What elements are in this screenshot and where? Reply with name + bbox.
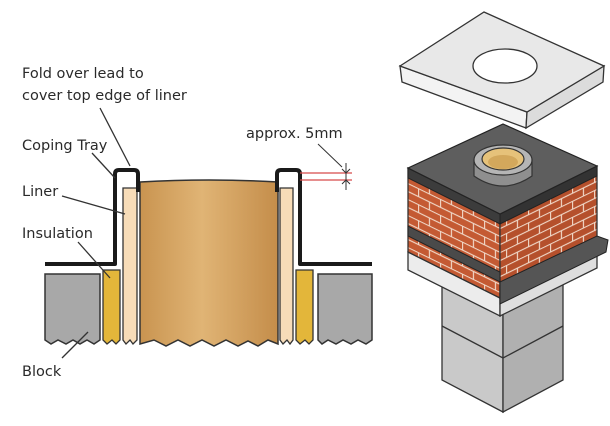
dimension-5mm: [300, 143, 352, 190]
label-fold-line2: cover top edge of liner: [22, 88, 187, 104]
leader-fold: [99, 107, 131, 167]
flue-pipe: [139, 179, 279, 347]
insulation-right: [295, 269, 314, 345]
label-liner: Liner: [22, 184, 58, 200]
lead-coping-tray: [45, 168, 372, 266]
flue-outlet: [473, 144, 533, 187]
label-coping-tray: Coping Tray: [22, 138, 108, 154]
block-left: [44, 273, 101, 345]
section-drawing: Fold over lead to cover top edge of line…: [22, 66, 373, 380]
leader-liner: [61, 195, 126, 215]
label-block: Block: [22, 364, 62, 380]
label-fold-line1: Fold over lead to: [22, 66, 144, 82]
block-right: [317, 273, 373, 345]
coping-stone: [398, 11, 606, 130]
label-approx-5mm: approx. 5mm: [246, 126, 343, 142]
leader-coping-tray: [91, 152, 116, 179]
label-insulation: Insulation: [22, 226, 93, 242]
liner-right: [279, 187, 294, 346]
liner-left: [122, 187, 138, 345]
chimney-3d-view: [398, 11, 609, 414]
leader-insulation: [77, 241, 111, 279]
leader-block: [61, 331, 89, 359]
insulation-left: [102, 269, 121, 345]
dpc-band-right: [499, 235, 609, 305]
